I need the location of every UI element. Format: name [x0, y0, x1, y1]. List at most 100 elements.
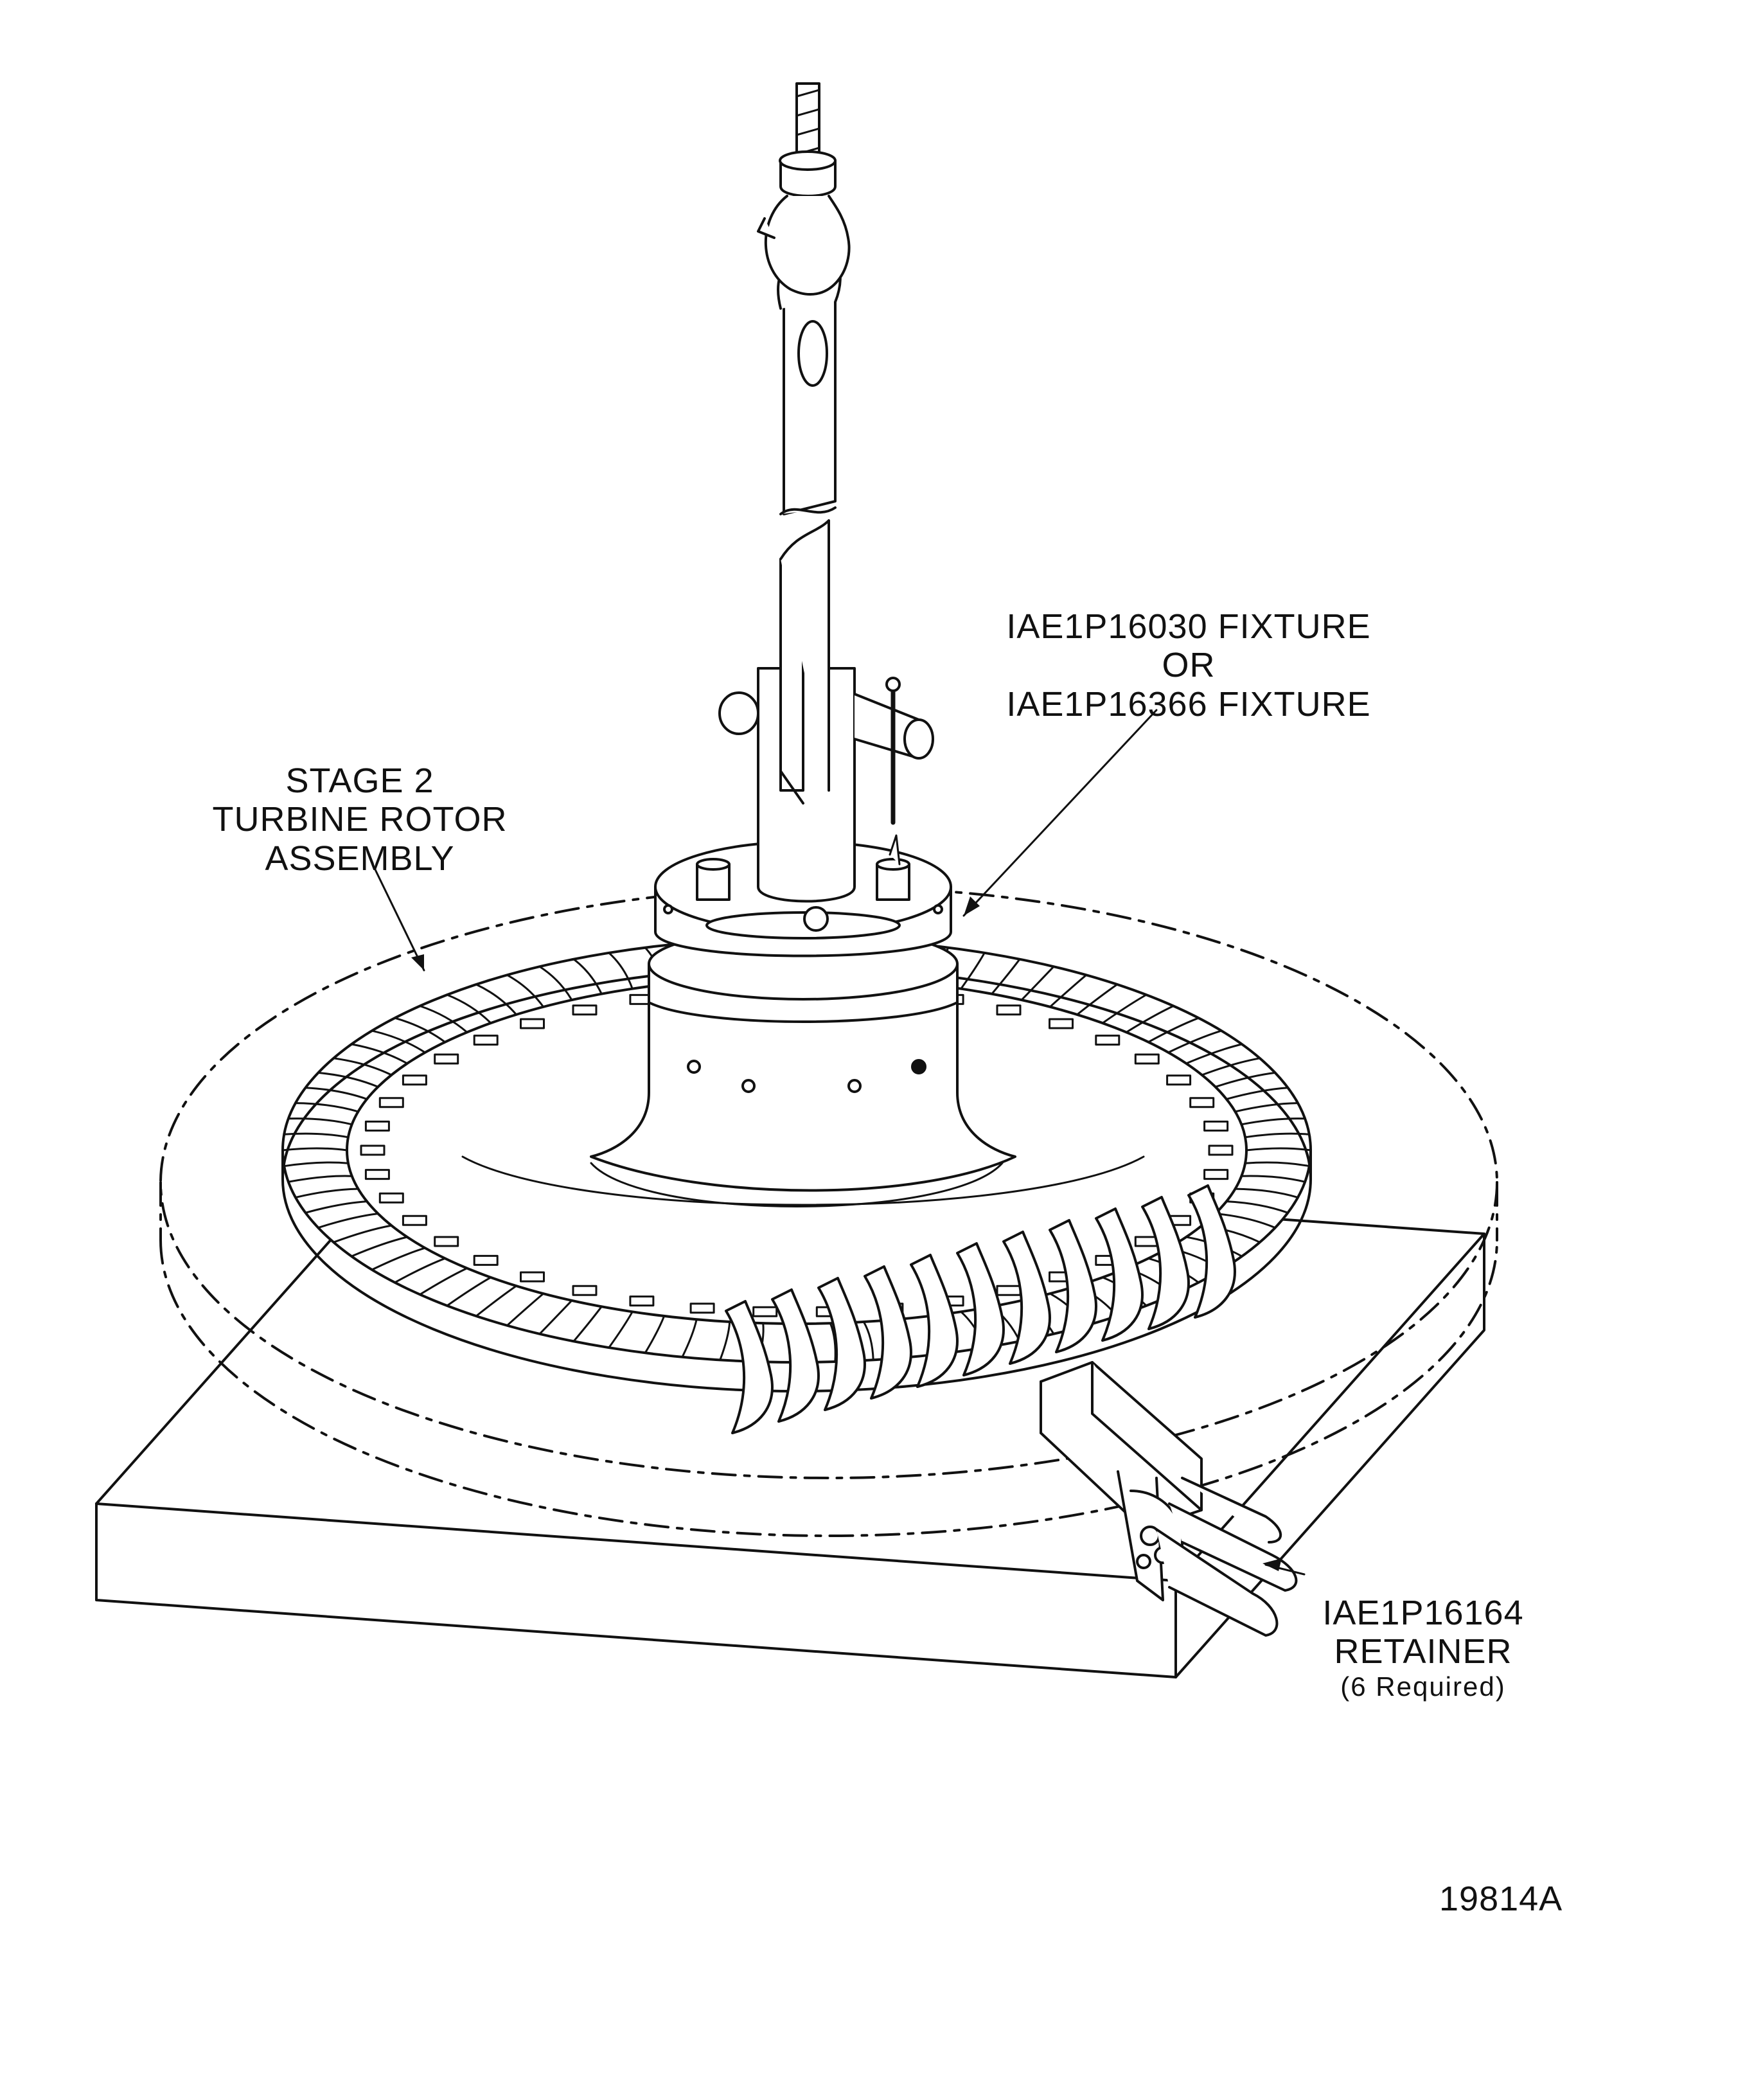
retainer-callout-note: (6 Required): [1340, 1671, 1506, 1702]
fixture-flange: [654, 834, 952, 957]
retainer-callout-line-2: RETAINER: [1334, 1632, 1512, 1671]
blade-root: [281, 1147, 348, 1152]
rotor-callout-line-1: STAGE 2: [285, 761, 434, 800]
fixture-callout-line-2: OR: [1162, 646, 1216, 685]
retainer-clamp: [1040, 1361, 1298, 1637]
retaining-slot: [473, 1035, 499, 1046]
blade-root: [446, 1276, 492, 1307]
retaining-slot: [629, 1295, 655, 1307]
blade-root: [862, 1321, 874, 1361]
retaining-slot: [1208, 1144, 1234, 1156]
blade-root: [1214, 1213, 1277, 1229]
blade-root: [475, 983, 518, 1016]
blade-root: [419, 1005, 468, 1033]
blade-root: [1240, 1117, 1306, 1126]
rotor-callout: STAGE 2 TURBINE ROTOR ASSEMBLY: [193, 761, 527, 878]
blade-root: [294, 1188, 360, 1198]
blade-root: [1244, 1161, 1311, 1168]
turbine-blade: [956, 1242, 1005, 1376]
blade-root: [475, 1285, 518, 1317]
blade-root: [283, 1161, 350, 1168]
blade-root: [991, 958, 1021, 995]
retaining-slot: [1203, 1169, 1229, 1180]
lift-hook: [757, 82, 851, 296]
turbine-blade: [817, 1277, 866, 1411]
blade-root: [1245, 1147, 1312, 1152]
retainer-callout: IAE1P16164 RETAINER (6 Required): [1275, 1594, 1571, 1702]
turbine-blade: [1141, 1196, 1190, 1330]
blade-root: [1101, 993, 1147, 1024]
retaining-slot: [1203, 1120, 1229, 1132]
blade-root: [1240, 1175, 1306, 1183]
blade-root: [394, 1017, 447, 1044]
fixture-callout-line-3: IAE1P16366 FIXTURE: [1006, 684, 1371, 724]
retaining-slot: [520, 1018, 545, 1029]
blade-root: [1244, 1132, 1311, 1139]
blade-root: [394, 1257, 447, 1284]
blade-root: [538, 965, 573, 1001]
blade-root: [960, 952, 986, 990]
blade-root: [1225, 1200, 1289, 1214]
leader-arrowheads: [411, 896, 1282, 1571]
retaining-slot: [364, 1120, 390, 1132]
retaining-slot: [360, 1144, 385, 1156]
blade-root: [419, 1267, 468, 1295]
blade-root: [572, 958, 603, 995]
retaining-slot: [996, 1004, 1022, 1016]
retaining-slot: [378, 1192, 404, 1204]
retaining-slot: [1049, 1018, 1074, 1029]
blade-root: [305, 1087, 368, 1100]
blade-root: [506, 974, 545, 1008]
blade-root: [1201, 1057, 1261, 1076]
figure-number: 19814A: [1439, 1880, 1563, 1918]
retaining-slot: [402, 1215, 427, 1226]
blade-root: [1020, 965, 1055, 1001]
retaining-slot: [473, 1254, 499, 1266]
blade-root: [644, 1315, 666, 1354]
retaining-slot: [434, 1236, 459, 1247]
retaining-slot: [689, 1303, 715, 1314]
turbine-blade: [910, 1254, 959, 1388]
blade-root: [371, 1247, 427, 1271]
rotor-callout-line-3: ASSEMBLY: [265, 839, 455, 878]
blade-root: [350, 1236, 409, 1258]
blade-root: [294, 1102, 360, 1113]
retainer-callout-line-1: IAE1P16164: [1322, 1594, 1524, 1632]
fixture-callout-line-1: IAE1P16030 FIXTURE: [1006, 607, 1371, 646]
disk-outline-phantom: [159, 885, 1498, 1537]
retaining-slot: [434, 1053, 459, 1065]
blade-root: [538, 1299, 573, 1335]
retaining-slot: [1189, 1097, 1215, 1108]
retaining-slot: [752, 1306, 778, 1317]
blade-root: [287, 1117, 353, 1126]
blade-root: [1147, 1017, 1200, 1044]
blade-root: [371, 1029, 427, 1054]
blade-root: [1049, 974, 1088, 1008]
turbine-blade: [1049, 1219, 1097, 1353]
blade-root: [446, 993, 492, 1024]
blade-root: [572, 1305, 603, 1342]
turbine-blade: [1187, 1184, 1236, 1319]
turbine-blade: [864, 1265, 912, 1400]
retaining-slot: [1134, 1053, 1160, 1065]
blade-root: [317, 1213, 379, 1229]
blade-root: [283, 1132, 350, 1139]
blade-root: [317, 1071, 379, 1088]
rotor-callout-line-2: TURBINE ROTOR: [212, 800, 508, 839]
blade-root: [305, 1200, 368, 1214]
fixture-callout: IAE1P16030 FIXTURE OR IAE1P16366 FIXTURE: [983, 607, 1394, 724]
blade-root: [1076, 983, 1119, 1016]
blade-root: [332, 1057, 393, 1076]
turbine-blade: [771, 1288, 820, 1423]
blade-root: [608, 952, 633, 990]
retaining-slot: [402, 1074, 427, 1086]
blade-root: [506, 1292, 545, 1327]
retaining-slot: [996, 1285, 1022, 1296]
retaining-slot: [364, 1169, 390, 1180]
blade-root: [1185, 1043, 1243, 1065]
fixture-body: [590, 927, 1016, 1192]
blade-root: [1167, 1029, 1223, 1054]
blade-root: [719, 1321, 731, 1361]
blade-root: [332, 1224, 393, 1243]
blade-root: [608, 1310, 633, 1349]
